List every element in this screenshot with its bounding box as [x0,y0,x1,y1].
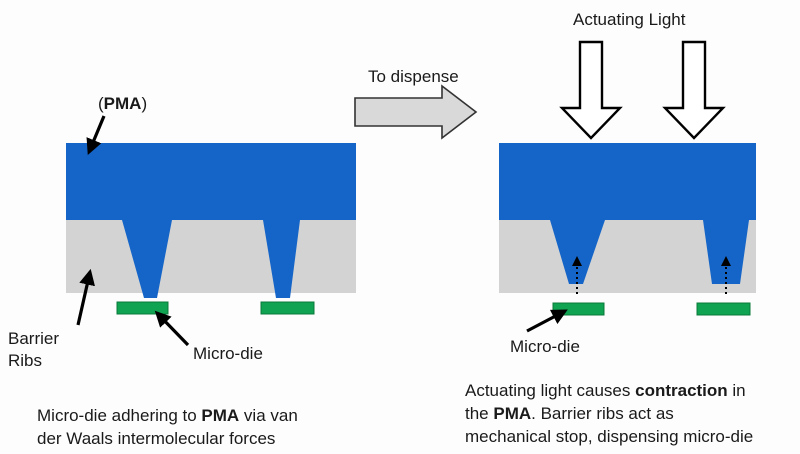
light-arrow-2 [662,40,726,140]
left-caption: Micro-die adhering to PMA via van der Wa… [37,406,298,448]
left-barrier-ribs [66,220,356,293]
left-micro-die-2 [260,301,315,315]
right-micro-die-2 [696,302,751,316]
left-micro-die-label: Micro-die [193,344,263,363]
right-caption: Actuating light causes contraction in th… [465,381,754,446]
light-arrow-1 [559,40,623,140]
barrier-pointer-arrow [76,268,95,326]
right-micro-die-pointer-arrow [526,309,568,333]
right-pma-layer [499,143,756,284]
actuating-light-label: Actuating Light [573,10,686,29]
left-pma-layer [66,143,356,298]
right-micro-die-label: Micro-die [510,337,580,356]
dispense-label: To dispense [368,67,459,86]
left-micro-die-1 [116,301,169,315]
pma-label: (PMA) [98,94,148,113]
dispense-arrow [354,84,478,140]
pma-pointer-arrow [86,115,106,155]
barrier-ribs-label: Barrier Ribs [8,329,60,370]
left-micro-die-pointer-arrow [154,310,190,347]
